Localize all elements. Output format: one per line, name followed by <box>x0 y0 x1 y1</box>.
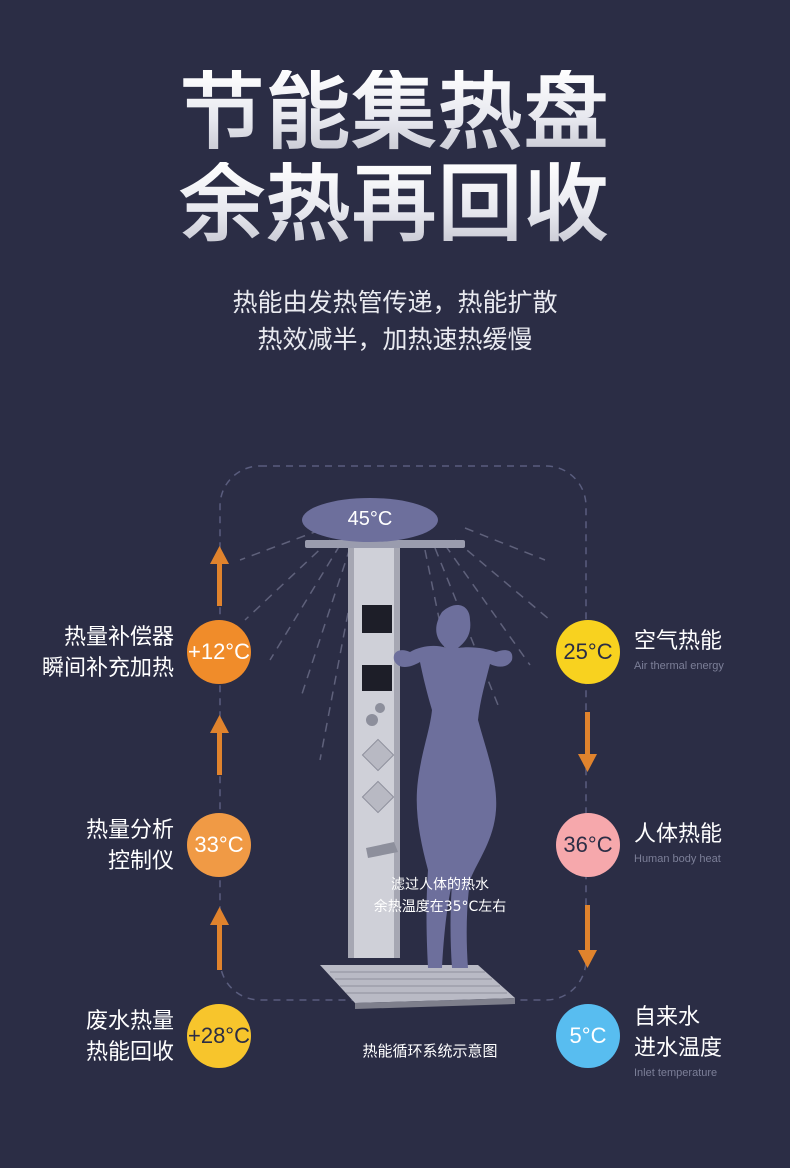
label-body-heat: 人体热能 Human body heat <box>634 819 722 866</box>
label-cn: 空气热能 <box>634 629 723 654</box>
temp-circle-body-heat: 36°C <box>556 813 620 877</box>
label-en: Human body heat <box>634 853 721 865</box>
temp-circle-inlet-water: 5°C <box>556 1004 620 1068</box>
label-line-1: 自来水 <box>634 1005 701 1030</box>
label-line-1: 热量补偿器 <box>63 625 174 650</box>
note-line-2: 余热温度在35°C左右 <box>373 899 507 915</box>
label-en: Inlet temperature <box>634 1067 718 1079</box>
label-line-2: 进水温度 <box>634 1036 723 1061</box>
label-line-1: 热量分析 <box>85 818 174 843</box>
label-line-2: 控制仪 <box>107 849 174 874</box>
shower-panel-icon <box>305 540 515 1009</box>
body-heat-note: 滤过人体的热水 余热温度在35°C左右 <box>340 874 540 918</box>
note-line-1: 滤过人体的热水 <box>391 877 489 893</box>
shower-head-icon <box>302 498 438 542</box>
label-air-heat: 空气热能 Air thermal energy <box>634 626 724 673</box>
temp-circle-heat-compensator: +12°C <box>187 620 251 684</box>
temp-circle-heat-analyzer: 33°C <box>187 813 251 877</box>
label-line-2: 瞬间补充加热 <box>41 656 174 681</box>
label-waste-water: 废水热量 热能回收 <box>20 1006 174 1068</box>
title-line-2: 余热再回收 <box>0 162 790 246</box>
water-spray-icon <box>239 527 551 771</box>
title-line-1: 节能集热盘 <box>0 70 790 154</box>
temp-circle-air-heat: 25°C <box>556 620 620 684</box>
right-arrows-down <box>578 712 597 968</box>
label-heat-analyzer: 热量分析 控制仪 <box>20 815 174 877</box>
label-line-2: 热能回收 <box>85 1040 174 1065</box>
left-arrows-up <box>210 546 229 970</box>
subtitle-line-1: 热能由发热管传递，热能扩散 <box>232 288 558 317</box>
label-inlet-water: 自来水 进水温度 Inlet temperature <box>634 1002 722 1080</box>
person-silhouette-icon <box>393 605 513 968</box>
diagram-caption: 热能循环系统示意图 <box>362 1042 498 1060</box>
shower-temperature: 45°C <box>347 508 393 530</box>
label-en: Air thermal energy <box>634 660 724 672</box>
label-line-1: 废水热量 <box>85 1009 174 1034</box>
label-heat-compensator: 热量补偿器 瞬间补充加热 <box>20 622 174 684</box>
temp-circle-waste-water: +28°C <box>187 1004 251 1068</box>
subtitle-line-2: 热效减半，加热速热缓慢 <box>257 325 533 354</box>
label-cn: 人体热能 <box>634 822 723 847</box>
